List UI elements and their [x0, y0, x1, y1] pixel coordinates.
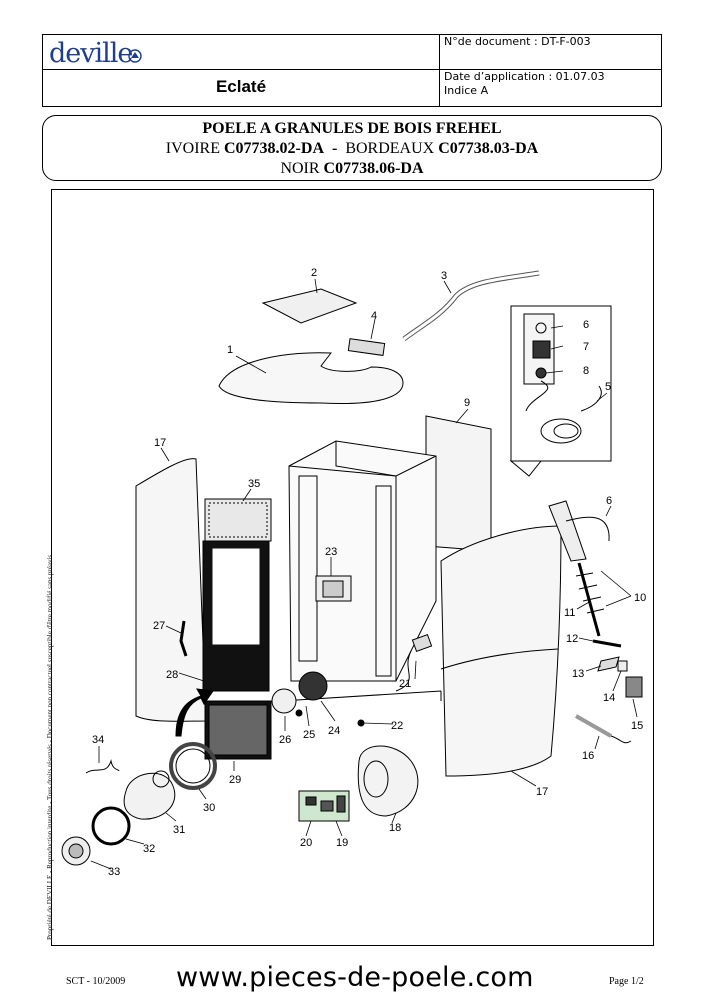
- footer-website-link[interactable]: www.pieces-de-poele.com: [176, 962, 534, 993]
- part-grille-top: [204, 498, 272, 542]
- part-grille-small: [347, 338, 386, 357]
- part-plate: [597, 656, 620, 672]
- part-top-plate: [218, 352, 404, 405]
- product-noir-line: NOIR C07738.06-DA: [280, 160, 424, 177]
- part-cover-disc: [271, 688, 297, 714]
- label-part: 34: [92, 734, 104, 746]
- part-sensor: [575, 714, 612, 738]
- label-part: 32: [143, 843, 155, 855]
- label-part: 29: [229, 774, 241, 786]
- brand-logo: deville: [49, 38, 133, 69]
- label-part: 11: [564, 607, 575, 619]
- part-handle: [179, 620, 188, 657]
- label-part: 16: [582, 750, 594, 762]
- part-side-panel-left: [135, 458, 207, 722]
- header-divider-horizontal: [43, 69, 661, 70]
- label-part: 35: [248, 478, 260, 490]
- label-part: 31: [173, 824, 185, 836]
- label-part: 5: [605, 381, 611, 393]
- label-part: 23: [325, 546, 337, 558]
- part-fan-housing: [123, 772, 176, 820]
- label-part: 13: [572, 668, 584, 680]
- part-coil-cable: [525, 380, 582, 444]
- label-part: 10: [634, 592, 646, 604]
- application-date: Date d’application : 01.07.03: [444, 70, 605, 83]
- product-colors-line: IVOIRE C07738.02-DA - BORDEAUX C07738.03…: [165, 140, 539, 157]
- label-part: 15: [631, 720, 643, 732]
- part-filter: [298, 671, 328, 701]
- label-part: 18: [389, 822, 401, 834]
- label-part: 8: [583, 365, 589, 377]
- part-ring: [91, 806, 131, 846]
- brand-flame-icon: [128, 49, 142, 63]
- label-part: 14: [603, 692, 615, 704]
- footer-page-number: Page 1/2: [609, 976, 644, 987]
- control-box-detail: [510, 305, 612, 462]
- header-divider-vertical: [439, 35, 440, 106]
- label-part: 30: [203, 802, 215, 814]
- part-hopper-chute: [548, 500, 587, 562]
- label-part: 21: [399, 678, 411, 690]
- label-part: 24: [328, 725, 340, 737]
- label-part: 12: [566, 633, 578, 645]
- part-side-panel-right: [440, 525, 562, 777]
- part-gear-motor: [625, 676, 643, 698]
- part-wire: [85, 759, 120, 774]
- part-power-cord: [395, 650, 412, 692]
- label-part: 17: [536, 786, 548, 798]
- header-table: deville Eclaté N°de document : DT-F-003 …: [42, 34, 662, 107]
- label-part: 22: [391, 720, 403, 732]
- label-part: 9: [464, 397, 470, 409]
- part-seal: [592, 639, 622, 648]
- label-part: 33: [108, 866, 120, 878]
- label-part: 19: [336, 837, 348, 849]
- label-part: 27: [153, 620, 165, 632]
- label-part: 25: [303, 729, 315, 741]
- label-part: 1: [227, 344, 233, 356]
- label-part: 28: [166, 669, 178, 681]
- leader-lines: [90, 278, 638, 870]
- part-labels: 2 3 4 1 9 6 7 8 5 17 35 23 6 10 11 12 13…: [92, 267, 646, 878]
- label-part: 6: [583, 319, 589, 331]
- exploded-view-frame: 2 3 4 1 9 6 7 8 5 17 35 23 6 10 11 12 13…: [51, 189, 654, 946]
- document-index: Indice A: [444, 84, 489, 97]
- label-part: 6: [606, 495, 612, 507]
- document-number: N°de document : DT-F-003: [444, 35, 591, 48]
- label-part: 26: [279, 734, 291, 746]
- part-gasket: [169, 742, 217, 790]
- label-part: 4: [371, 310, 377, 322]
- assembly-arrow: [175, 688, 214, 737]
- label-part: 3: [441, 270, 447, 282]
- part-foot: [295, 709, 303, 717]
- part-bracket: [617, 660, 628, 672]
- document-title: Eclaté: [215, 77, 267, 96]
- part-lid: [261, 288, 358, 324]
- product-title-box: POELE A GRANULES DE BOIS FREHEL IVOIRE C…: [42, 115, 662, 181]
- label-part: 20: [300, 837, 312, 849]
- label-part: 17: [154, 437, 166, 449]
- product-name: POELE A GRANULES DE BOIS FREHEL: [202, 120, 502, 137]
- exploded-view-drawing: 2 3 4 1 9 6 7 8 5 17 35 23 6 10 11 12 13…: [61, 267, 646, 878]
- footer-revision: SCT - 10/2009: [66, 976, 126, 987]
- label-part: 7: [583, 341, 589, 353]
- legal-side-text: Propriété de DEVILLE - Reproduction inte…: [46, 554, 54, 940]
- label-part: 2: [311, 267, 317, 279]
